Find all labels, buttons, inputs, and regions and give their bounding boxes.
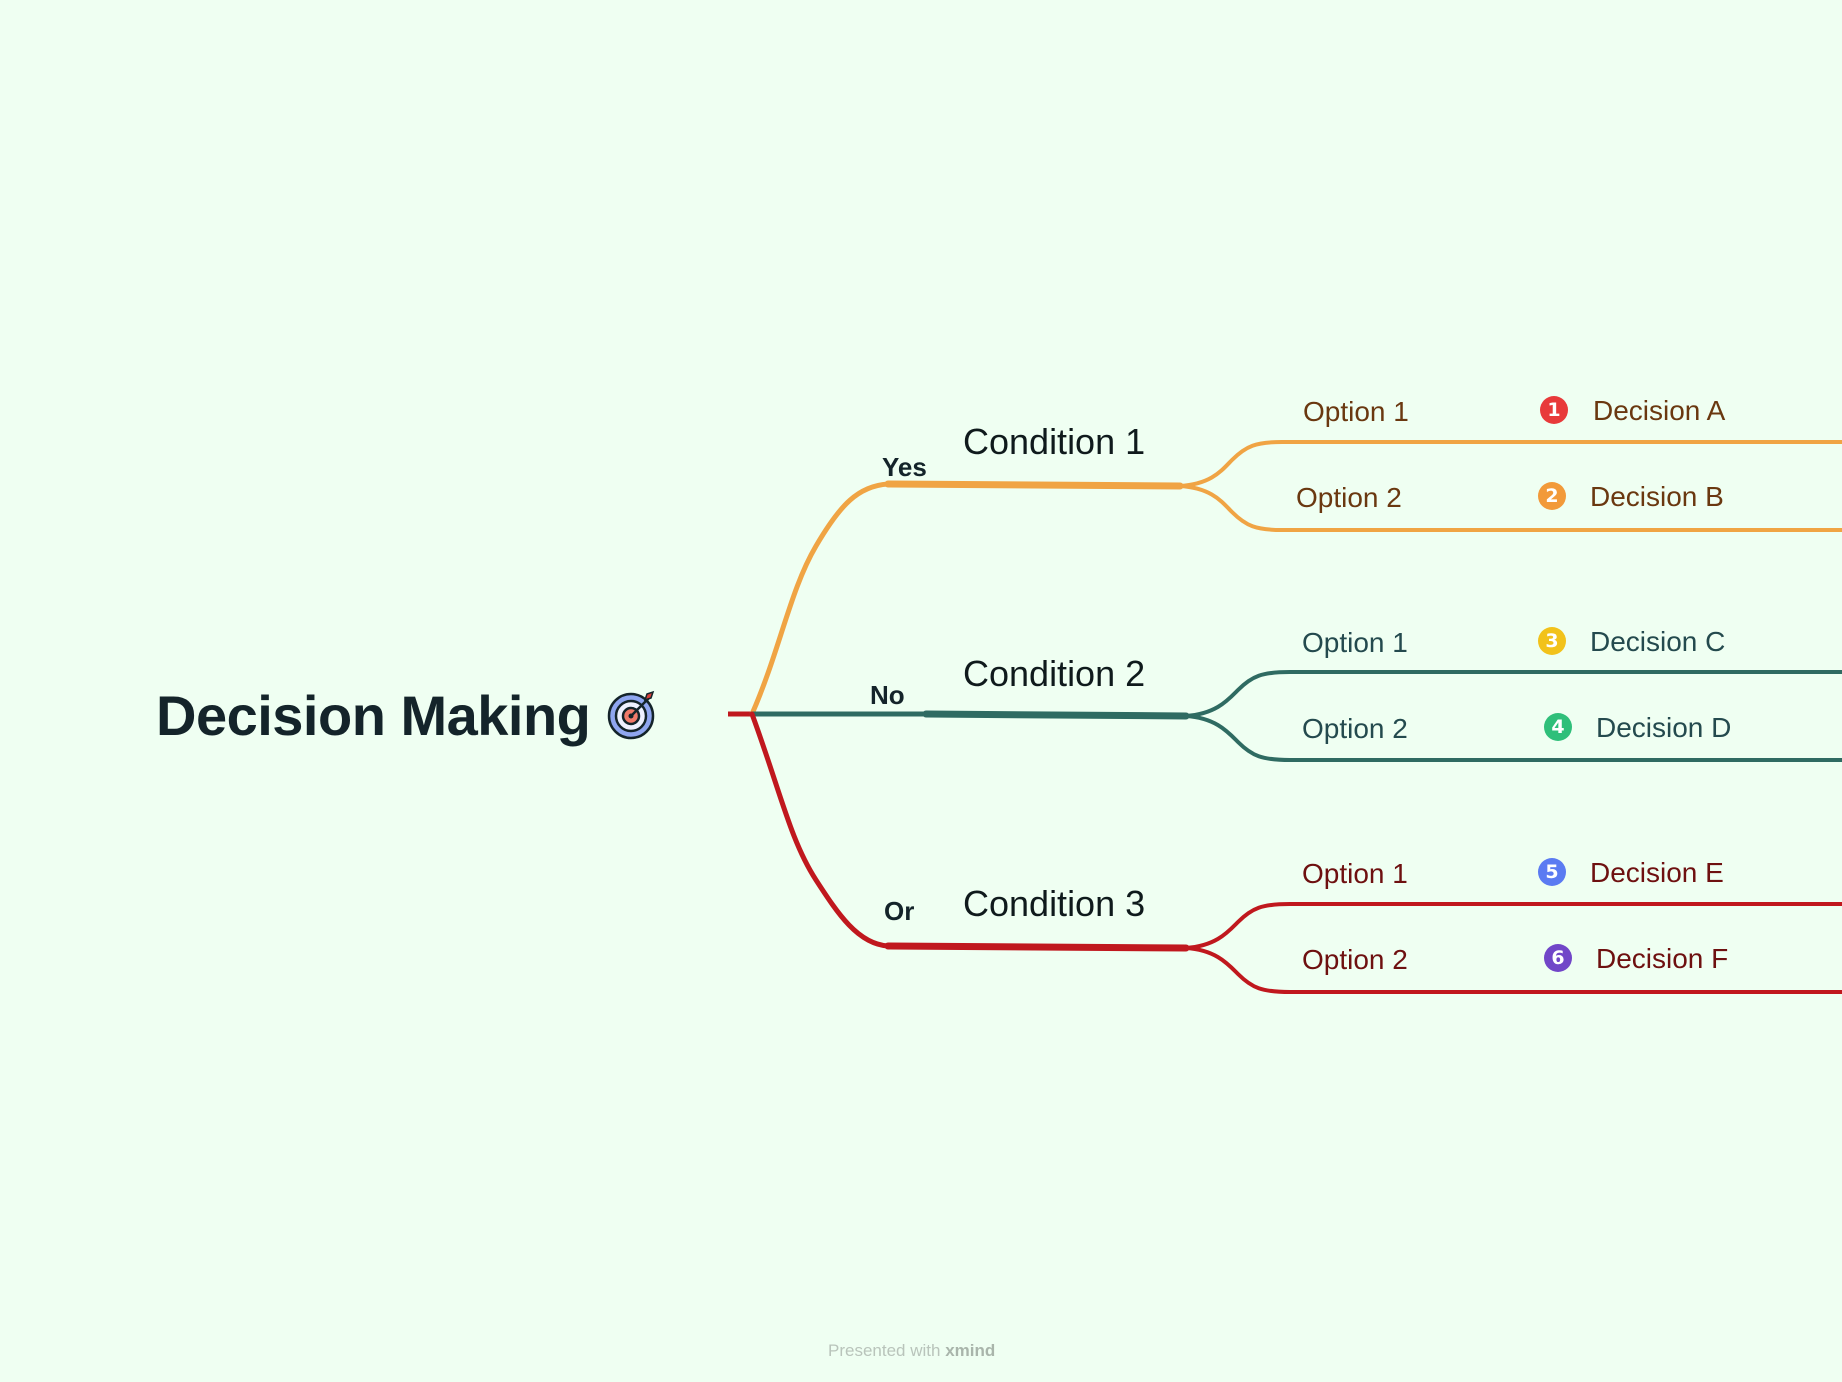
branch-3-lines: [749, 711, 1842, 994]
condition-2-option-1[interactable]: Option 1: [1302, 627, 1408, 658]
condition-2-topic[interactable]: Condition 2: [963, 653, 1146, 694]
condition-1-option-1[interactable]: Option 1: [1303, 396, 1409, 427]
branch-1-lines: [749, 440, 1842, 717]
condition-3-topic[interactable]: Condition 3: [963, 883, 1146, 924]
decision-b-topic[interactable]: Decision B: [1590, 481, 1724, 512]
presented-with-footer: Presented with xmind: [828, 1342, 995, 1359]
condition-3-option-2[interactable]: Option 2: [1302, 944, 1408, 975]
target-icon: [607, 690, 655, 740]
decision-a-topic[interactable]: Decision A: [1593, 395, 1726, 426]
footer-brand: xmind: [945, 1341, 996, 1360]
footer-prefix: Presented with: [828, 1341, 941, 1360]
decision-d-marker-icon: 4: [1544, 713, 1572, 741]
condition-1-topic[interactable]: Condition 1: [963, 421, 1146, 462]
edge-label-no: No: [870, 680, 905, 710]
condition-1-option-2[interactable]: Option 2: [1296, 482, 1402, 513]
decision-e-topic[interactable]: Decision E: [1590, 857, 1724, 888]
decision-e-marker-icon: 5: [1538, 858, 1566, 886]
decision-d-topic[interactable]: Decision D: [1596, 712, 1732, 743]
branch-2-lines: [749, 670, 1842, 762]
condition-2-option-2[interactable]: Option 2: [1302, 713, 1408, 744]
decision-b-marker-icon: 2: [1538, 482, 1566, 510]
condition-3-option-1[interactable]: Option 1: [1302, 858, 1408, 889]
decision-c-topic[interactable]: Decision C: [1590, 626, 1726, 657]
decision-f-marker-icon: 6: [1544, 944, 1572, 972]
root-topic-title[interactable]: Decision Making: [156, 684, 591, 747]
edge-label-or: Or: [884, 896, 915, 926]
decision-c-marker-icon: 3: [1538, 627, 1566, 655]
edge-label-yes: Yes: [882, 452, 927, 482]
decision-a-marker-icon: 1: [1540, 396, 1568, 424]
decision-f-topic[interactable]: Decision F: [1596, 943, 1729, 974]
